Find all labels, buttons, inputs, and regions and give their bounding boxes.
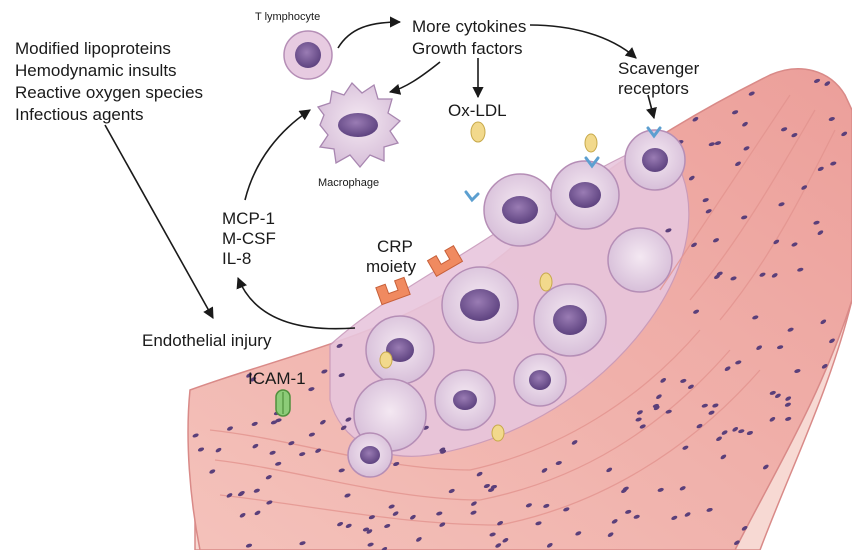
macrophage-cell <box>318 83 400 167</box>
insults-item: Reactive oxygen species <box>15 82 203 104</box>
scavenger-label-line2: receptors <box>618 78 689 100</box>
scavenger-label-line1: Scavenger <box>618 58 699 80</box>
insults-item: Infectious agents <box>15 104 144 126</box>
arrow-cytokines-to-macrophage <box>390 62 440 92</box>
chemokine-item: MCP-1 <box>222 208 275 230</box>
cytokines-label-line1: More cytokines <box>412 16 526 38</box>
arrow-chemokines-to-macrophage <box>245 110 310 200</box>
insults-item: Modified lipoproteins <box>15 38 171 60</box>
cytokines-label-line2: Growth factors <box>412 38 523 60</box>
arrow-tcell-to-cytokines <box>338 22 400 48</box>
foam-cell <box>551 161 619 229</box>
arrow-cytokines-to-scavenger <box>530 25 636 58</box>
ox-ldl-label: Ox-LDL <box>448 100 507 122</box>
icam-1-shape <box>276 390 290 416</box>
crp-label-line2: moiety <box>366 256 416 278</box>
foam-cell <box>435 370 495 430</box>
chemokine-item: M-CSF <box>222 228 276 250</box>
foam-cell <box>484 174 556 246</box>
t-lymphocyte-label: T lymphocyte <box>255 10 320 24</box>
arrow-plaque-to-chemokines <box>238 278 355 329</box>
foam-cell <box>442 267 518 343</box>
foam-cell <box>534 284 606 356</box>
foam-cell <box>625 130 685 190</box>
t-lymphocyte-cell <box>284 31 332 79</box>
icam-label: ICAM-1 <box>248 368 306 390</box>
foam-cell <box>366 316 434 384</box>
foam-cell <box>608 228 672 292</box>
chemokine-item: IL-8 <box>222 248 251 270</box>
endothelial-injury-label: Endothelial injury <box>142 330 271 352</box>
ox-ldl-particle <box>471 122 485 142</box>
foam-cell <box>348 433 392 477</box>
arrow-insults-to-injury <box>105 125 213 318</box>
crp-label-line1: CRP <box>377 236 413 258</box>
insults-item: Hemodynamic insults <box>15 60 177 82</box>
macrophage-label: Macrophage <box>318 176 379 190</box>
foam-cell <box>514 354 566 406</box>
